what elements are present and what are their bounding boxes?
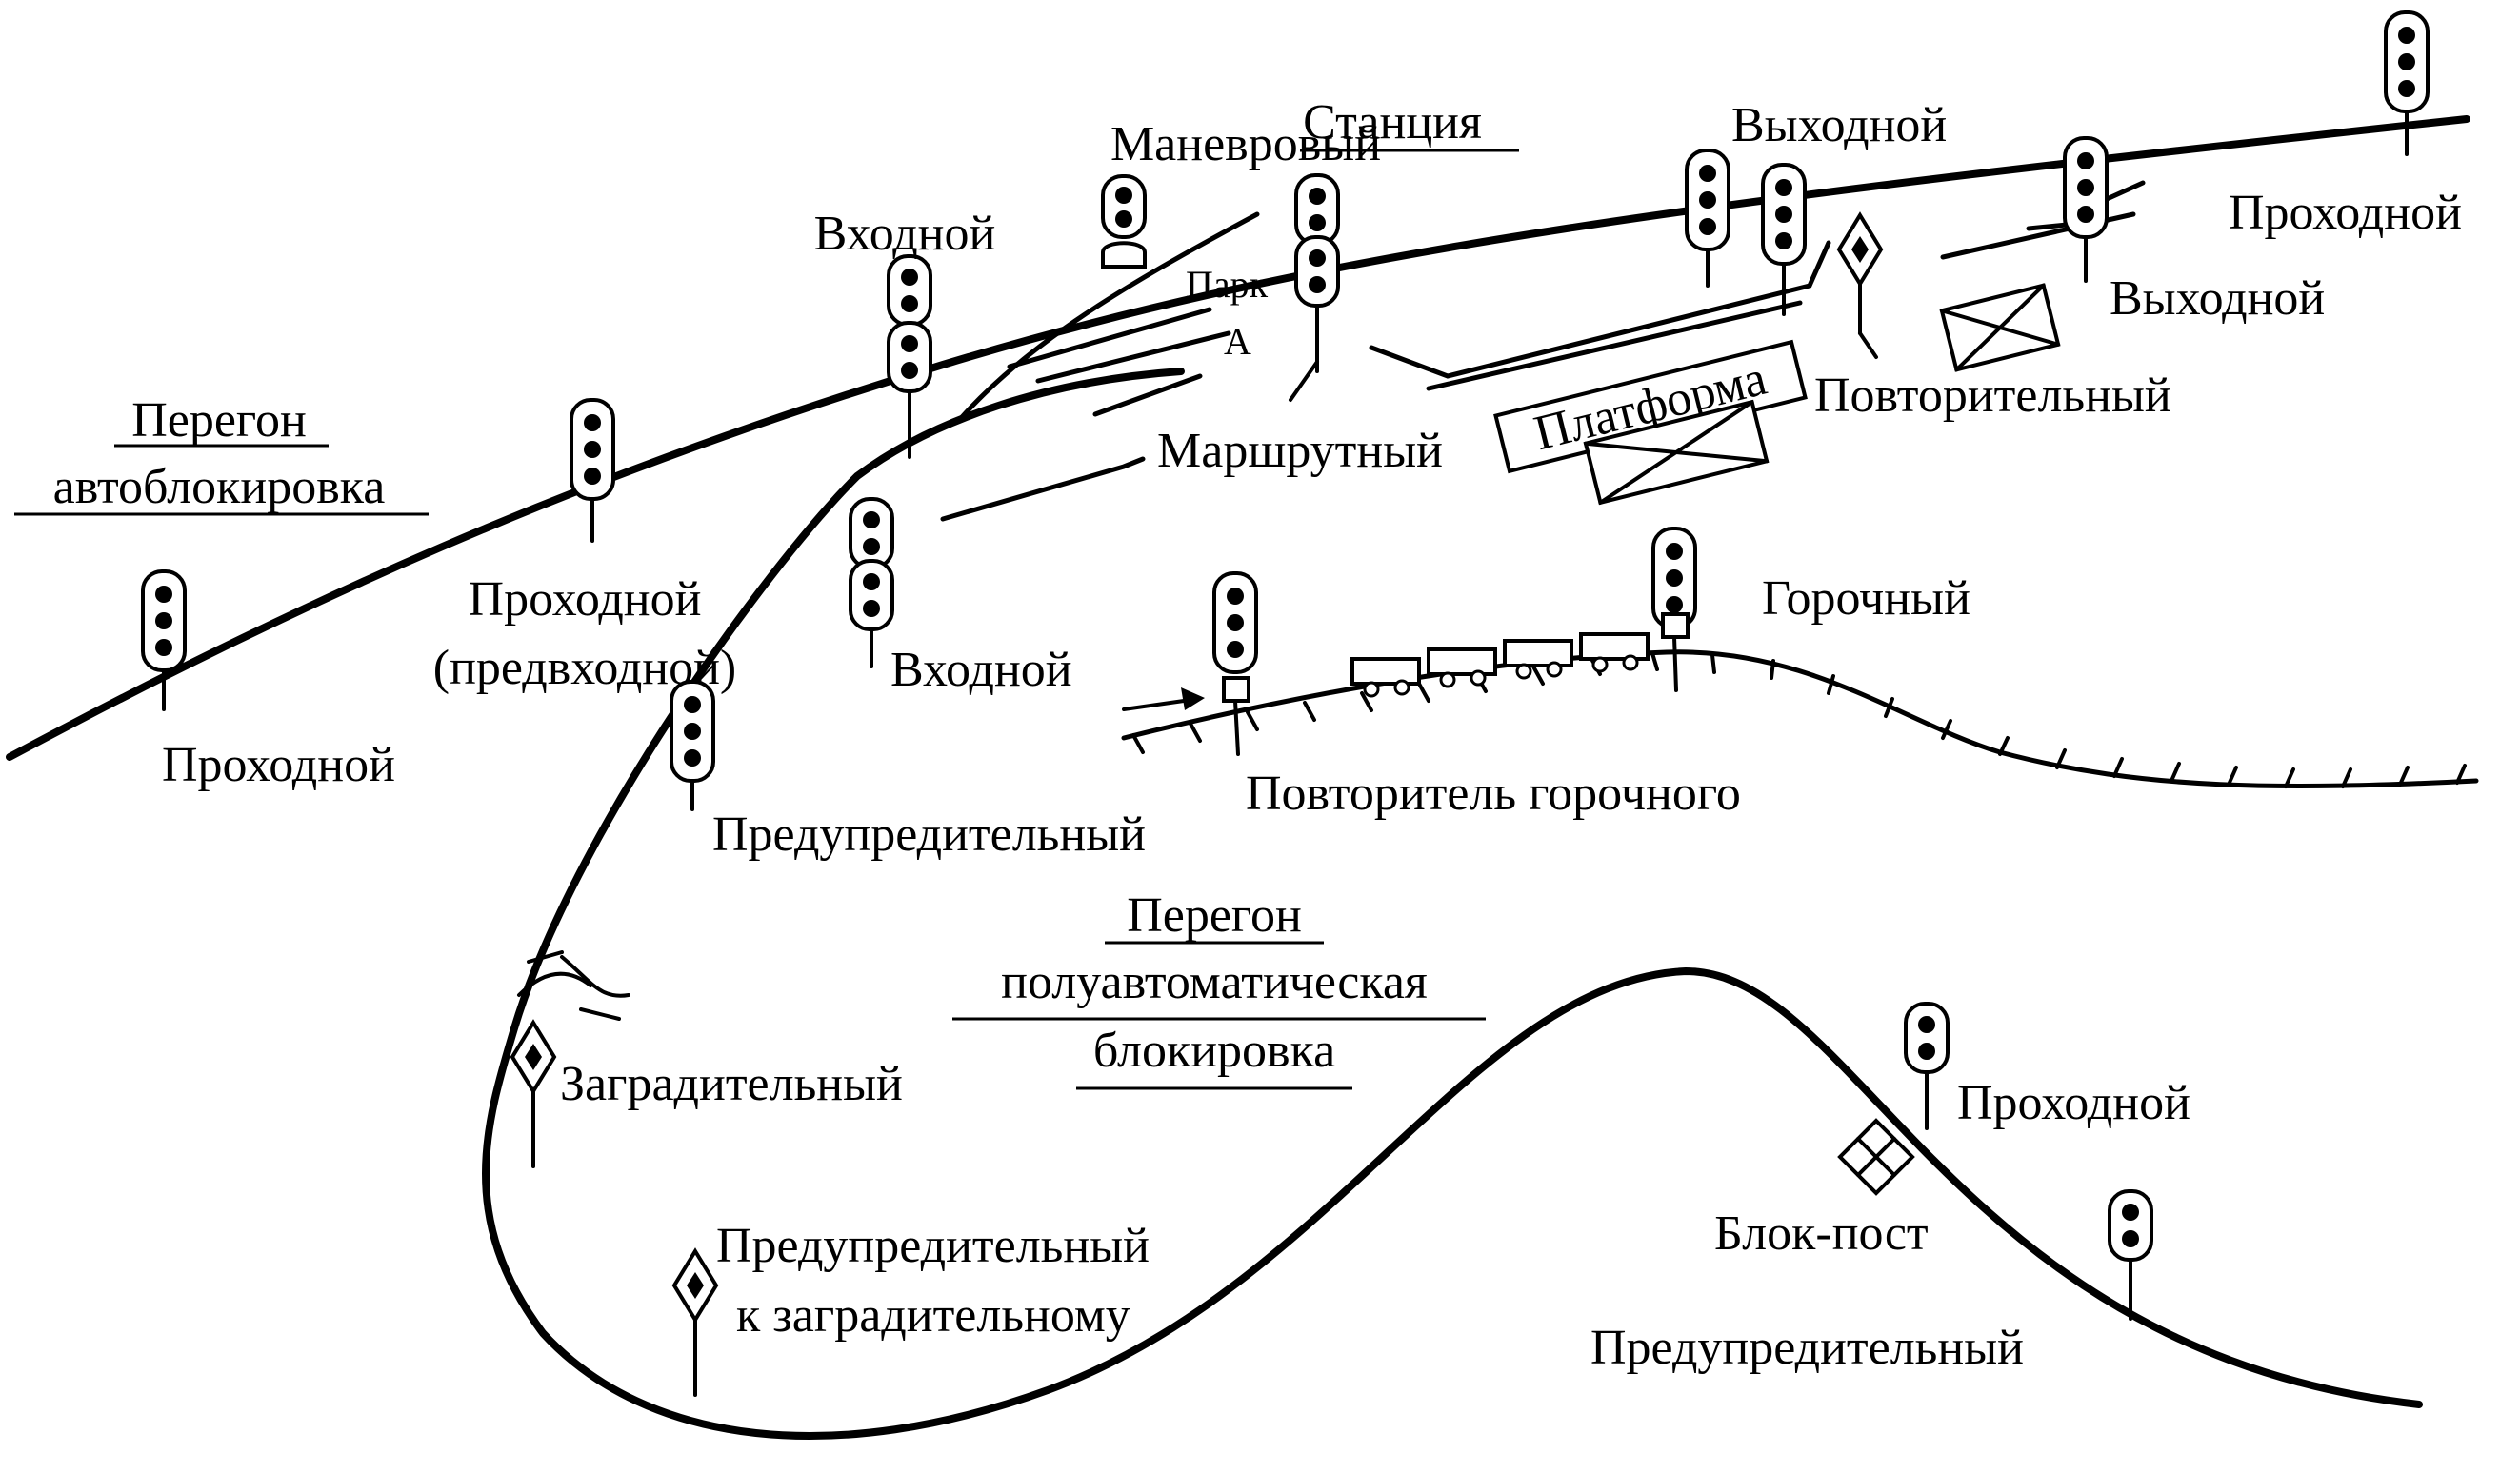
signal-prokhodnoy-bottom-right: [1904, 1002, 1950, 1130]
label-peregon-ab-1: Перегон: [131, 393, 307, 448]
label-predupreditelny-bottom: Предупредительный: [1590, 1321, 2024, 1375]
station-track-7: [1426, 300, 1803, 391]
signal-vykhodnoy-1: [1685, 149, 1730, 288]
station-track-6: [1369, 240, 1831, 379]
building-right: [1939, 283, 2061, 372]
arrow-to-hump: [1122, 687, 1205, 711]
label-gorochny: Горочный: [1762, 571, 1970, 626]
signal-prokhodnoy-top-right: [2384, 10, 2430, 156]
label-manevrovy: Маневровый: [1110, 117, 1381, 171]
signal-prokhodnoy-left: [141, 569, 187, 711]
signal-povtoritelny: [1837, 213, 1883, 359]
label-peregon-pab-3: блокировка: [1093, 1024, 1335, 1078]
label-marshrutny: Маршрутный: [1157, 424, 1443, 478]
crossing-marks: [517, 950, 630, 1021]
signal-gorochny: [1651, 527, 1697, 692]
label-povtoritelny: Повторительный: [1814, 368, 2171, 423]
station-track-2: [1007, 307, 1212, 369]
label-prokhodnoy-top-right: Проходной: [2229, 186, 2462, 240]
label-vykhodnoy-right: Выходной: [2110, 271, 2325, 326]
approach-line-semiautoblock: [482, 368, 2423, 1440]
label-peregon-pab-1: Перегон: [1127, 888, 1302, 943]
label-prokhodnoy-bottom-right: Проходной: [1957, 1076, 2190, 1130]
station-track-5: [940, 456, 1146, 522]
station-track-3: [1035, 330, 1231, 384]
label-peregon-ab-2: автоблокировка: [53, 460, 386, 514]
signal-predvkhodnoy: [570, 398, 615, 543]
label-peregon-pab-2: полуавтоматическая: [1001, 955, 1428, 1009]
label-station: Станция: [1303, 95, 1482, 149]
signal-predupreditelny-mid: [670, 680, 715, 811]
station-track-4: [1092, 373, 1203, 417]
label-park-1: Парк: [1186, 263, 1269, 306]
signal-vkhodnoy-mid: [849, 497, 894, 668]
station-track-1: [959, 211, 1260, 420]
signal-vykhodnoy-2: [1761, 163, 1807, 316]
label-predupreditelny-zagr-1: Предупредительный: [716, 1219, 1150, 1273]
label-prokhodnoy-left: Проходной: [162, 738, 395, 792]
label-vkhodnoy-mid: Входной: [890, 643, 1072, 697]
label-vykhodnoy-top: Выходной: [1731, 98, 1947, 152]
label-prokhodnoy-predvkh-1: Проходной: [469, 572, 702, 627]
label-zagraditelny: Заградительный: [560, 1057, 903, 1111]
label-predupreditelny-zagr-2: к заградительному: [736, 1288, 1130, 1343]
label-blok-post: Блок-пост: [1714, 1206, 1929, 1261]
signal-predupreditelny-bottom: [2108, 1189, 2153, 1321]
label-povtoritel-gorochnogo: Повторитель горочного: [1246, 767, 1741, 821]
label-predupreditelny-mid: Предупредительный: [712, 807, 1146, 862]
block-post-icon: [1837, 1118, 1915, 1196]
wagons: [1350, 632, 1650, 698]
signal-vykhodnoy-right: [2063, 136, 2109, 283]
label-park-2: А: [1224, 320, 1251, 363]
signal-vkhodnoy-top: [887, 254, 932, 459]
signal-predupreditelny-zagr: [672, 1249, 718, 1397]
main-line-autoblock: [6, 115, 2470, 761]
signal-povtoritel-gorochnogo: [1212, 571, 1258, 756]
label-prokhodnoy-predvkh-2: (предвходной): [433, 641, 737, 695]
signal-zagraditelny: [510, 1021, 556, 1168]
signal-marshrutny: [1289, 173, 1340, 402]
station-building: [1583, 399, 1770, 506]
label-vkhodnoy-top: Входной: [814, 207, 996, 261]
signal-manevrovy: [1101, 174, 1147, 269]
